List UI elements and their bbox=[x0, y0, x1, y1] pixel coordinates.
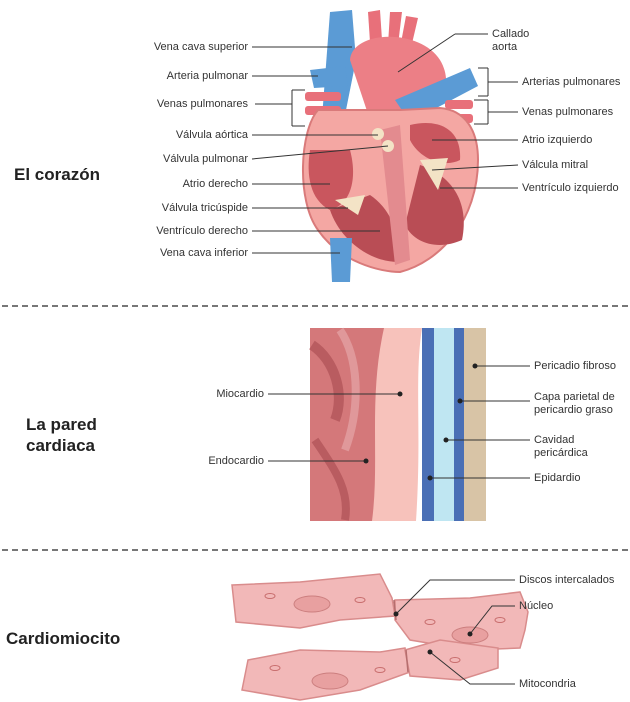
pointer-dot-discos bbox=[394, 612, 399, 617]
pointer-dot-nucleo bbox=[468, 632, 473, 637]
nucleus-1 bbox=[294, 596, 330, 612]
nucleus-3 bbox=[312, 673, 348, 689]
pointer-dot-mitocondria bbox=[428, 650, 433, 655]
label-mitocondria: Mitocondria bbox=[519, 678, 576, 691]
label-nucleo: Núcleo bbox=[519, 600, 553, 613]
cell-lower-right bbox=[405, 640, 498, 680]
label-discos-intercalados: Discos intercalados bbox=[519, 574, 614, 587]
